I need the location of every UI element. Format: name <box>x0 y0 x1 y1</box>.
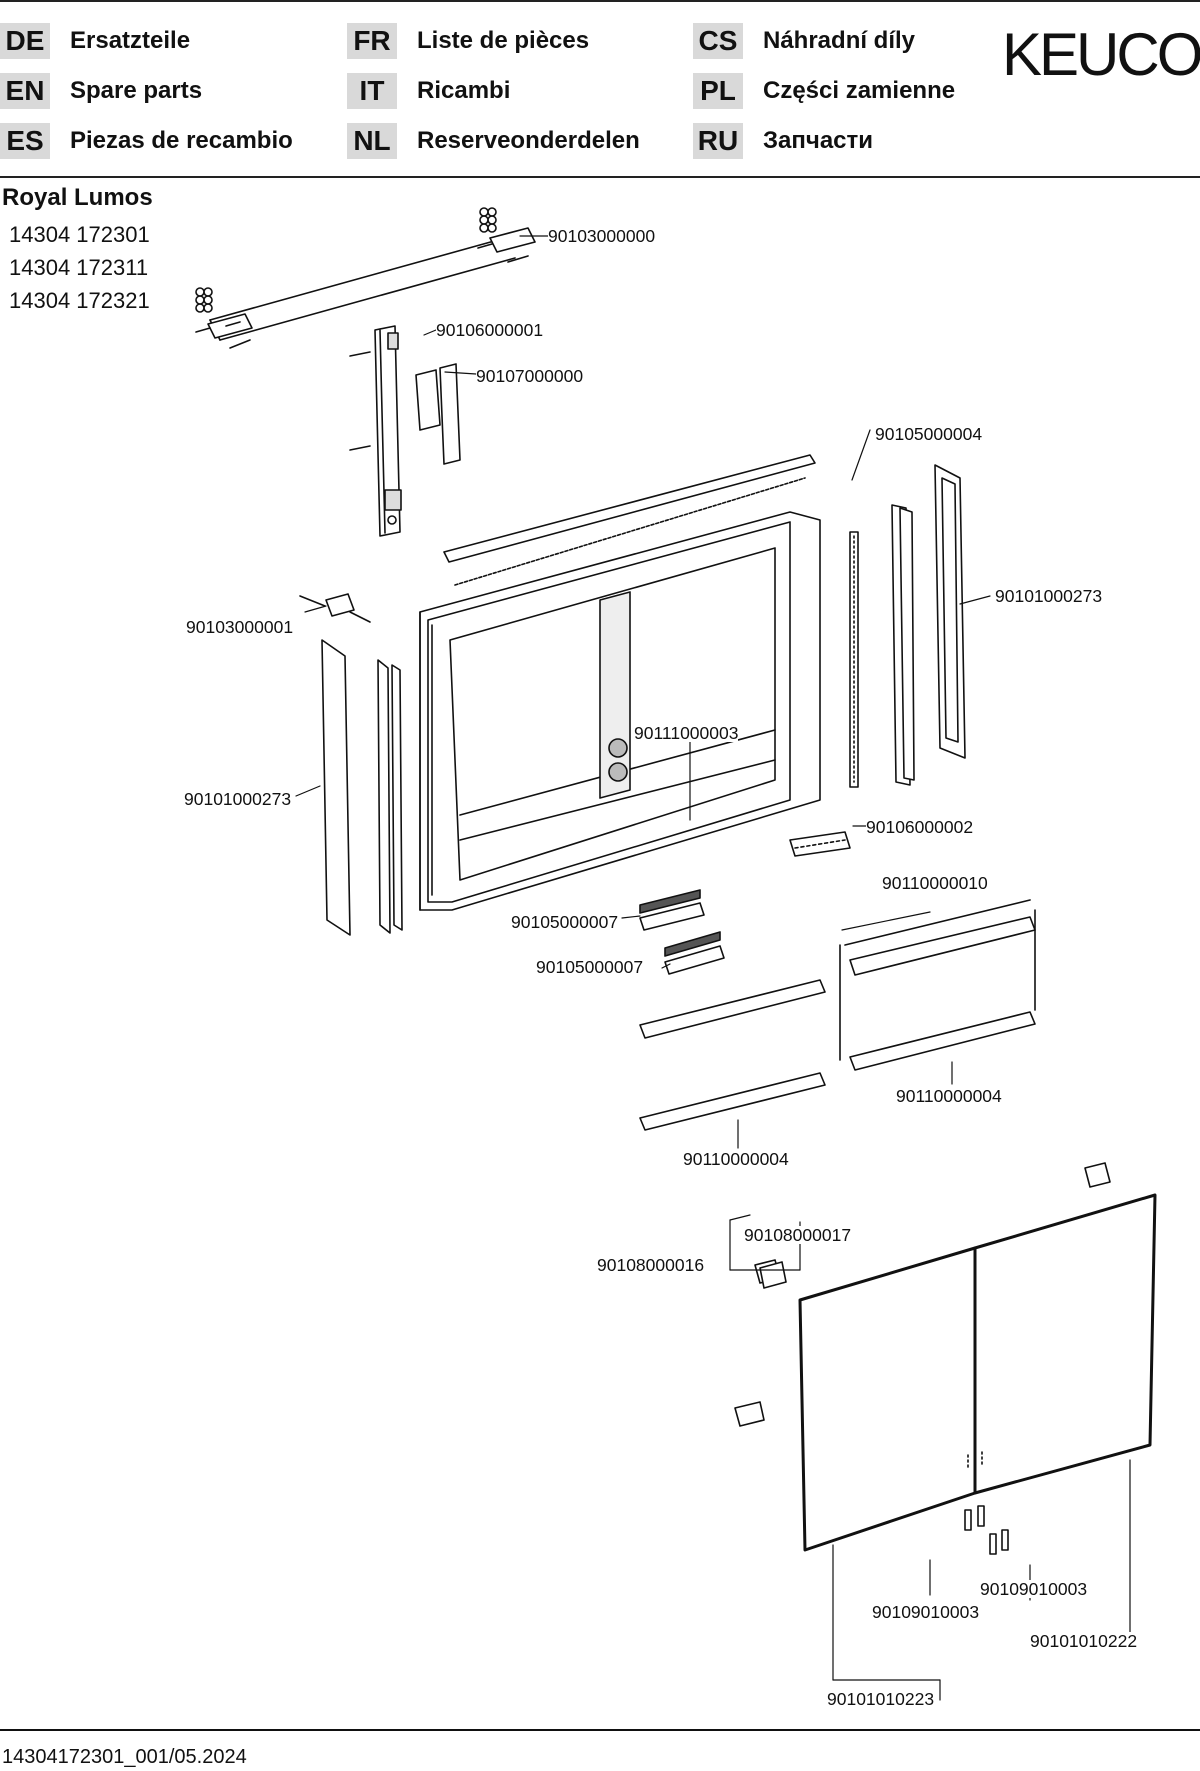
part-label-side-mount-bracket: 90103000001 <box>186 617 294 637</box>
part-label-door-hinge-single: 90108000016 <box>597 1255 705 1275</box>
lang-label-fr: Liste de pièces <box>417 27 590 54</box>
part-label-door-handle-right: 90109010003 <box>980 1579 1088 1599</box>
part-label-shelf-set-right: 90110000010 <box>882 873 988 893</box>
part-label-shelf-left-lower: 90110000004 <box>683 1149 789 1169</box>
part-label-top-led-strip: 90105000004 <box>875 424 983 444</box>
lang-row-it: IT Ricambi <box>347 72 510 110</box>
side-mount-bracket <box>299 593 371 623</box>
lang-code-fr: FR <box>347 23 397 59</box>
top-mount-rail <box>195 207 536 349</box>
lang-row-cs: CS Náhradní díly <box>693 22 915 60</box>
leader-lines <box>295 235 1131 1701</box>
sensor-switch <box>789 831 851 857</box>
lang-label-nl: Reserveonderdelen <box>417 127 640 154</box>
lang-code-pl: PL <box>693 73 743 109</box>
lang-row-pl: PL Części zamienne <box>693 72 955 110</box>
lang-row-nl: NL Reserveonderdelen <box>347 122 640 160</box>
part-label-door-right: 90101010222 <box>1030 1631 1138 1651</box>
lang-row-es: ES Piezas de recambio <box>0 122 293 160</box>
keuco-logo: KEUCO <box>1002 21 1200 88</box>
part-label-shelf-light-upper: 90105000007 <box>511 912 619 932</box>
door-handles <box>964 1505 1009 1555</box>
product-name: Royal Lumos <box>2 184 153 211</box>
part-label-driver-cover: 90107000000 <box>476 366 584 386</box>
right-led-profile <box>849 504 915 788</box>
part-label-door-left: 90101010223 <box>827 1689 935 1709</box>
shelf-lights <box>639 889 725 975</box>
lang-code-ru: RU <box>693 123 743 159</box>
left-side-mirror <box>321 639 403 936</box>
right-side-mirror <box>934 464 966 759</box>
lang-row-de: DE Ersatzteile <box>0 22 190 60</box>
lang-label-de: Ersatzteile <box>70 27 191 54</box>
part-label-top-mount-rail: 90103000000 <box>548 226 656 246</box>
lang-code-cs: CS <box>693 23 743 59</box>
lang-row-ru: RU Запчасти <box>693 122 873 160</box>
lang-row-fr: FR Liste de pièces <box>347 22 589 60</box>
lang-code-es: ES <box>0 123 50 159</box>
lang-label-ru: Запчасти <box>763 127 874 154</box>
article-number-3: 14304 172321 <box>9 288 150 313</box>
mirror-doors <box>798 1193 1157 1552</box>
top-divider <box>0 0 1200 2</box>
part-label-door-hinge-set: 90108000017 <box>744 1225 852 1245</box>
top-led-strip <box>443 454 816 586</box>
part-label-door-handle-left: 90109010003 <box>872 1602 980 1622</box>
article-number-1: 14304 172301 <box>9 222 150 247</box>
light-control-unit <box>349 325 461 537</box>
lang-code-it: IT <box>347 73 397 109</box>
lang-code-de: DE <box>0 23 50 59</box>
document-id: 14304172301_001/05.2024 <box>2 1746 247 1768</box>
lang-label-cs: Náhradní díly <box>763 27 916 54</box>
part-label-left-side-mirror: 90101000273 <box>184 789 292 809</box>
lang-code-nl: NL <box>347 123 397 159</box>
article-number-2: 14304 172311 <box>9 255 149 280</box>
part-label-right-side-mirror: 90101000273 <box>995 586 1103 606</box>
part-label-light-control-unit: 90106000001 <box>436 320 544 340</box>
lang-label-it: Ricambi <box>417 77 511 104</box>
lang-label-en: Spare parts <box>70 77 203 104</box>
lang-label-pl: Części zamienne <box>763 77 956 104</box>
header-divider <box>0 176 1200 178</box>
door-hinges <box>734 1162 1111 1427</box>
part-label-back-mirror-panel: 90111000003 <box>634 723 739 743</box>
lang-label-es: Piezas de recambio <box>70 127 293 154</box>
part-label-shelf-right-lower: 90110000004 <box>896 1086 1002 1106</box>
part-label-sensor-switch: 90106000002 <box>866 817 974 837</box>
glass-shelves <box>639 899 1036 1131</box>
lang-row-en: EN Spare parts <box>0 72 202 110</box>
lang-code-en: EN <box>0 73 50 109</box>
cabinet-body <box>419 511 821 911</box>
part-label-shelf-light-lower: 90105000007 <box>536 957 644 977</box>
